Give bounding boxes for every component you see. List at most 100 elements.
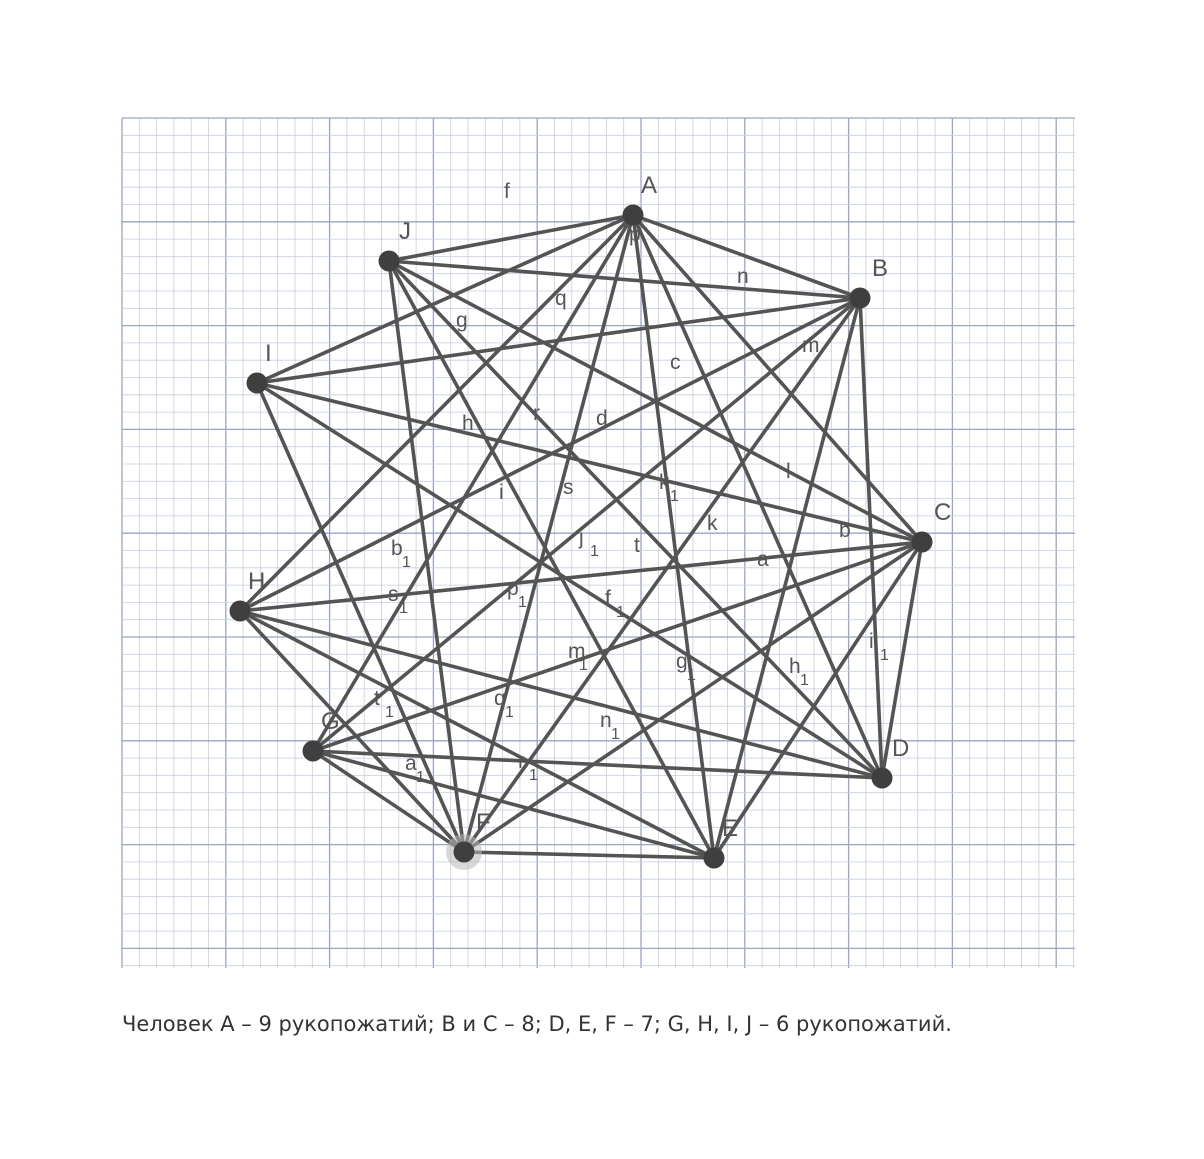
edge-BJ [387, 259, 862, 300]
edge-label-h: h [462, 412, 474, 435]
vertex-dot [229, 600, 251, 622]
vertex-label: D [892, 735, 909, 762]
edge-label-j1: j1 [578, 526, 599, 560]
edge-label-text: b [391, 537, 403, 560]
vertex-D: D [871, 735, 909, 789]
vertex-A: A [622, 172, 657, 226]
edge-FI [255, 381, 466, 854]
edge-label-text: r [518, 750, 525, 773]
edge-label-b: b [839, 519, 851, 542]
edge-label-s: s [563, 476, 574, 499]
edge-AJ [387, 213, 635, 263]
vertex-dot [246, 372, 268, 394]
edge-CE [712, 540, 924, 860]
edge-BG [311, 296, 862, 753]
edge-label-n: n [737, 265, 749, 288]
vertex-label: F [476, 809, 491, 836]
edge-label-subscript: 1 [579, 657, 588, 674]
edge-label-q: q [555, 287, 567, 310]
edge-AD [631, 213, 884, 780]
vertex-dot [849, 287, 871, 309]
edge-label-subscript: 1 [529, 767, 538, 784]
edge-EJ [387, 259, 716, 860]
edge-label-n1: n1 [600, 709, 620, 743]
vertex-dot [703, 847, 725, 869]
edge-BD [858, 296, 884, 780]
edge-FG [311, 749, 466, 854]
edge-label-text: a [405, 752, 417, 775]
edge-label-text: g [456, 309, 468, 332]
edge-label-subscript: 1 [518, 594, 527, 611]
edge-label-text: m [568, 640, 586, 663]
edge-label-subscript: 1 [402, 554, 411, 571]
edge-label-text: t [374, 687, 380, 710]
vertex-label: I [265, 340, 272, 367]
edge-label-text: q [555, 287, 567, 310]
edge-label-q1: q1 [494, 687, 514, 721]
edge-FH [238, 609, 466, 854]
edge-EG [311, 749, 716, 860]
vertex-H: H [229, 568, 265, 622]
edge-label-text: i [499, 481, 504, 504]
edge-label-a: a [757, 548, 769, 571]
edge-AF [462, 213, 635, 854]
edge-label-subscript: 1 [880, 647, 889, 664]
edge-label-text: s [563, 476, 574, 499]
edge-label-text: s [388, 583, 399, 606]
edge-label-subscript: 1 [385, 704, 394, 721]
edge-CJ [387, 259, 924, 544]
edge-AI [255, 213, 635, 385]
edge-label-t1: t1 [374, 687, 394, 721]
edge-EH [238, 609, 716, 860]
edge-label-text: a [757, 548, 769, 571]
edge-BE [712, 296, 862, 860]
edge-CF [462, 540, 924, 854]
edge-label-text: p [507, 577, 519, 600]
vertex-E: E [703, 815, 738, 869]
edge-label-f1: f1 [605, 587, 625, 621]
edge-label-i: i [499, 481, 504, 504]
edge-label-subscript: 1 [800, 672, 809, 689]
edge-label-text: h [789, 655, 801, 678]
vertex-label: G [321, 708, 340, 735]
edge-label-text: l [786, 460, 791, 483]
edge-label-c: c [670, 351, 681, 374]
edge-label-text: m [802, 334, 820, 357]
edge-EF [462, 850, 716, 860]
vertex-dot [911, 531, 933, 553]
edge-label-text: i [869, 630, 874, 653]
edge-FJ [387, 259, 466, 854]
edge-label-subscript: 1 [687, 667, 696, 684]
edge-label-g: g [456, 309, 468, 332]
edge-CI [255, 381, 924, 544]
edge-label-t: t [634, 534, 640, 557]
edge-label-i1: i1 [869, 630, 889, 664]
edge-label-text: f [605, 587, 611, 610]
edge-label-g1: g1 [676, 650, 696, 684]
vertex-B: B [849, 255, 888, 309]
vertex-label: C [934, 499, 951, 526]
edge-AG [311, 213, 635, 753]
edge-label-m: m [802, 334, 820, 357]
edge-label-h1: h1 [789, 655, 809, 689]
edge-DG [311, 749, 884, 780]
edge-label-p1: p1 [507, 577, 527, 611]
edge-label-p: p [629, 223, 641, 246]
vertex-dot [622, 204, 644, 226]
edge-AE [631, 213, 716, 860]
vertex-label: E [722, 815, 738, 842]
edge-label-b1: b1 [391, 537, 411, 571]
edge-label-text: r [533, 402, 540, 425]
edge-label-subscript: 1 [505, 704, 514, 721]
edge-label-d: d [596, 407, 608, 430]
vertex-dot [871, 767, 893, 789]
edge-DI [255, 381, 884, 780]
edge-label-text: h [462, 412, 474, 435]
edge-label-a1: a1 [405, 752, 425, 786]
edges [238, 213, 924, 860]
edge-label-subscript: 1 [416, 769, 425, 786]
edge-label-l: l [786, 460, 791, 483]
edge-label-text: b [839, 519, 851, 542]
